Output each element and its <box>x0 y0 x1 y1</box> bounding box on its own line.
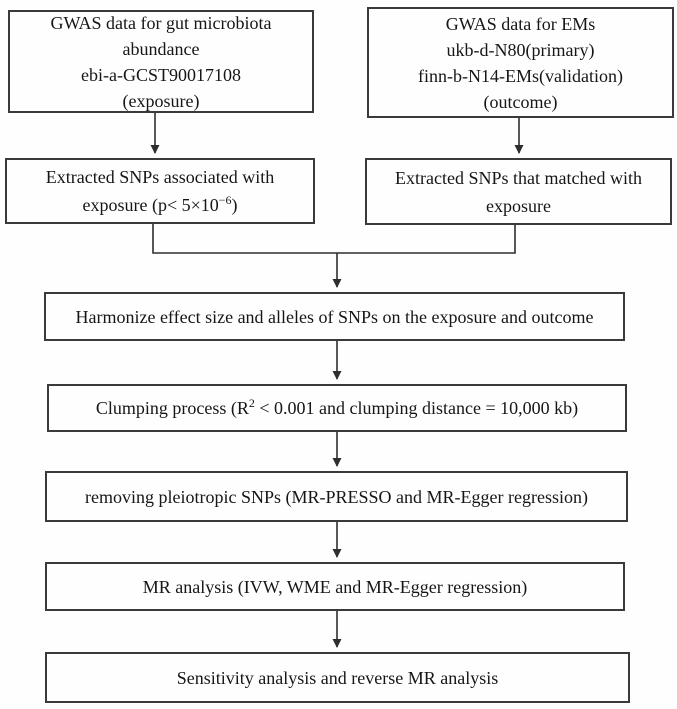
gwas-exposure-line-3: ebi-a-GCST90017108 <box>81 64 241 85</box>
clumping-close: < 0.001 and clumping distance = 10,000 k… <box>254 398 579 418</box>
gwas-exposure-line-4: (exposure) <box>122 90 200 111</box>
extracted-outcome-line-1: Extracted SNPs that matched with <box>395 167 642 188</box>
mr-analysis-text: MR analysis (IVW, WME and MR-Egger regre… <box>142 576 528 597</box>
box-harmonize: Harmonize effect size and alleles of SNP… <box>44 292 625 341</box>
gwas-outcome-line-4: (outcome) <box>483 91 558 112</box>
box-sensitivity: Sensitivity analysis and reverse MR anal… <box>45 652 630 703</box>
box-remove-pleiotropic: removing pleiotropic SNPs (MR-PRESSO and… <box>45 471 628 522</box>
extracted-exposure-line-2: exposure (p< 5×10−6) <box>7 191 313 219</box>
clumping-text: Clumping process (R2 < 0.001 and clumpin… <box>49 395 625 421</box>
box-mr-analysis: MR analysis (IVW, WME and MR-Egger regre… <box>45 562 625 611</box>
clumping-base: Clumping process (R <box>95 398 249 418</box>
box-clumping: Clumping process (R2 < 0.001 and clumpin… <box>47 384 627 432</box>
harmonize-text: Harmonize effect size and alleles of SNP… <box>75 306 594 327</box>
p-threshold-exponent: −6 <box>218 193 232 207</box>
box-gwas-outcome: GWAS data for EMs ukb-d-N80(primary) fin… <box>367 7 674 118</box>
gwas-exposure-line-1: GWAS data for gut microbiota <box>50 12 272 33</box>
remove-pleiotropic-text: removing pleiotropic SNPs (MR-PRESSO and… <box>85 486 588 507</box>
sensitivity-text: Sensitivity analysis and reverse MR anal… <box>176 667 499 688</box>
gwas-outcome-line-1: GWAS data for EMs <box>445 13 596 34</box>
gwas-outcome-line-3: finn-b-N14-EMs(validation) <box>418 65 623 86</box>
gwas-exposure-line-2: abundance <box>122 38 200 59</box>
p-threshold-close: ) <box>231 195 238 215</box>
box-extracted-outcome-snps: Extracted SNPs that matched with exposur… <box>365 158 672 225</box>
box-extracted-exposure-snps: Extracted SNPs associated with exposure … <box>5 158 315 224</box>
extracted-outcome-line-2: exposure <box>486 195 551 216</box>
gwas-outcome-line-2: ukb-d-N80(primary) <box>446 39 595 60</box>
p-threshold-base: exposure (p< 5×10 <box>82 195 219 215</box>
connector-merge-elbow <box>152 224 516 254</box>
r-squared-exponent: 2 <box>248 396 255 410</box>
extracted-exposure-line-1: Extracted SNPs associated with <box>45 167 275 187</box>
box-gwas-exposure: GWAS data for gut microbiota abundance e… <box>8 10 314 113</box>
